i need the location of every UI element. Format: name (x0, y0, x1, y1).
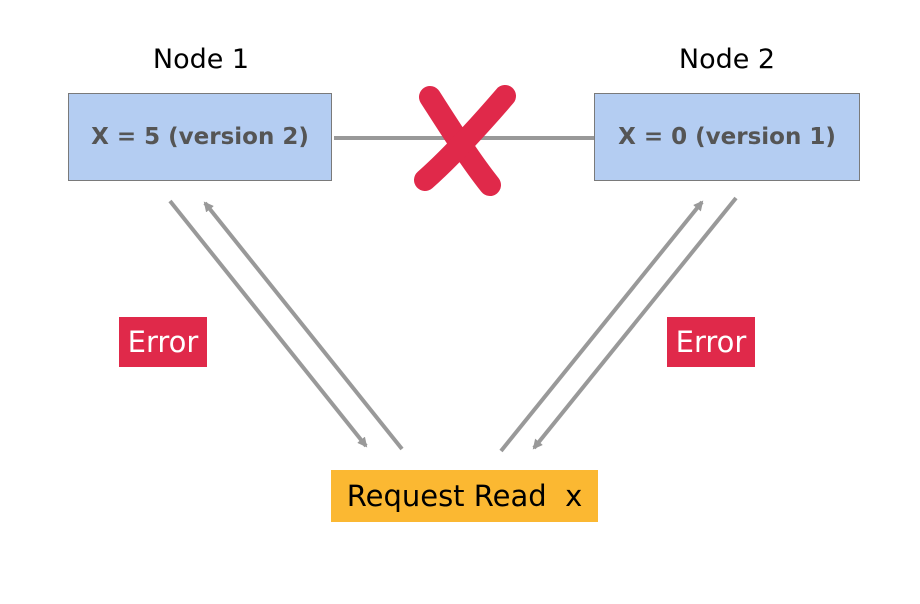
node1-box: X = 5 (version 2) (68, 93, 332, 181)
node2-title: Node 2 (678, 44, 776, 75)
request-read-label: Request Read x (346, 479, 583, 513)
error-badge-left: Error (119, 317, 207, 367)
arrow-node1-to-request (168, 199, 368, 448)
node1-value: X = 5 (version 2) (91, 124, 309, 150)
arrow-request-to-node1 (203, 201, 404, 451)
error-badge-right: Error (667, 317, 755, 367)
arrow-request-to-node2 (499, 200, 704, 453)
cross-mark-icon (414, 85, 516, 196)
request-read-box: Request Read x (331, 470, 598, 522)
node2-value: X = 0 (version 1) (618, 124, 836, 150)
node2-box: X = 0 (version 1) (594, 93, 860, 181)
arrow-node2-to-request (532, 196, 738, 450)
node1-title: Node 1 (152, 44, 250, 75)
